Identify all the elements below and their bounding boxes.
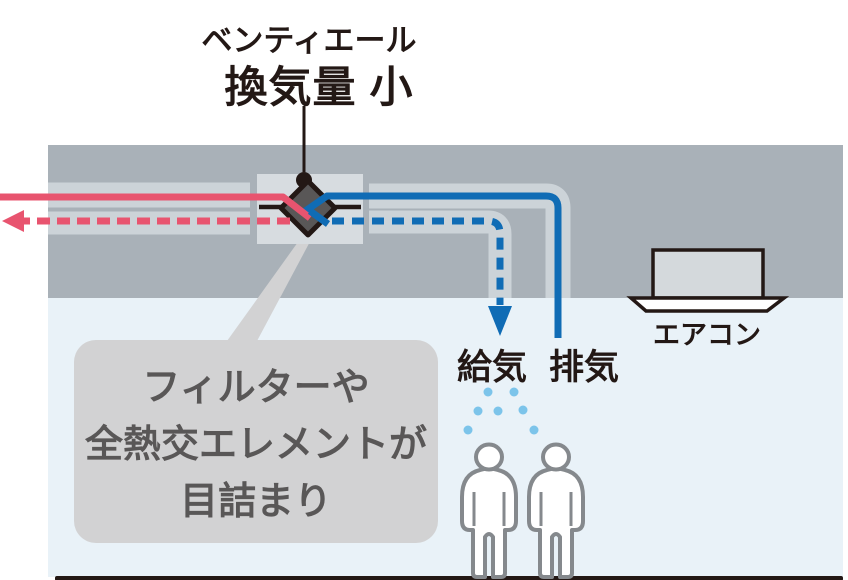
floor-line	[55, 576, 843, 580]
exhaust-air-label: 排気	[549, 348, 619, 387]
airflow-lines	[0, 192, 562, 338]
callout-text-line: フィルターや	[142, 367, 369, 409]
person-head	[541, 442, 571, 472]
exhaust-line-pink	[0, 193, 313, 221]
supply-stub-blue	[307, 208, 331, 227]
person-figure	[460, 442, 518, 579]
aircon-label: エアコン	[653, 320, 761, 350]
exhaust-duct-line-blue	[299, 192, 562, 338]
people	[460, 442, 585, 579]
callout-box	[74, 340, 438, 543]
air-conditioner	[626, 248, 790, 313]
air-particle	[518, 405, 528, 415]
supply-dashed-blue	[332, 217, 504, 305]
outbound-arrowhead-pink	[2, 210, 24, 232]
aircon-body	[651, 248, 765, 300]
callout-pointer	[227, 235, 313, 341]
air-particle	[509, 387, 519, 397]
air-particle	[529, 425, 539, 435]
supply-air-particles	[463, 387, 539, 435]
callout-text-line: 全熱交エレメントが	[84, 423, 427, 466]
callout-text-line: 目詰まり	[180, 481, 332, 523]
air-particle	[463, 425, 473, 435]
supply-arrowhead-blue	[488, 306, 512, 336]
air-particle	[493, 406, 503, 416]
person-head	[474, 442, 504, 472]
ventilation-status-label: 換気量 小	[225, 64, 414, 112]
person-figure	[527, 442, 585, 579]
air-particle	[473, 406, 483, 416]
supply-air-label: 給気	[457, 348, 527, 387]
air-particle	[483, 387, 493, 397]
unit-name-label: ベンティエール	[201, 23, 416, 58]
aircon-faceplate	[626, 296, 790, 313]
